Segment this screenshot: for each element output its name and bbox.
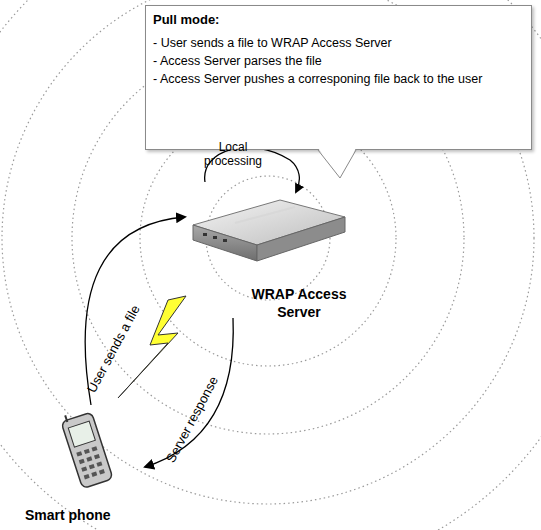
node-label: Smart phone xyxy=(25,506,145,524)
callout-line: - Access Server pushes a corresponing fi… xyxy=(153,71,518,87)
callout-box: Pull mode: - User sends a file to WRAP Ac… xyxy=(145,5,532,150)
phone-illustration xyxy=(53,405,123,495)
local-processing-arrow xyxy=(205,147,300,192)
smart-phone: Smart phone xyxy=(25,405,145,530)
process-label: Local processing xyxy=(198,140,268,169)
access-server: WRAP Access Server xyxy=(185,195,355,320)
router-illustration xyxy=(185,195,355,270)
callout-line: - User sends a file to WRAP Access Serve… xyxy=(153,35,523,51)
callout-heading: Pull mode: xyxy=(153,12,523,29)
flow-arrow xyxy=(145,318,233,467)
edge-label: Server response xyxy=(163,374,221,465)
node-label: WRAP Access Server xyxy=(243,285,355,321)
callout-line: - Access Server parses the file xyxy=(153,53,523,69)
